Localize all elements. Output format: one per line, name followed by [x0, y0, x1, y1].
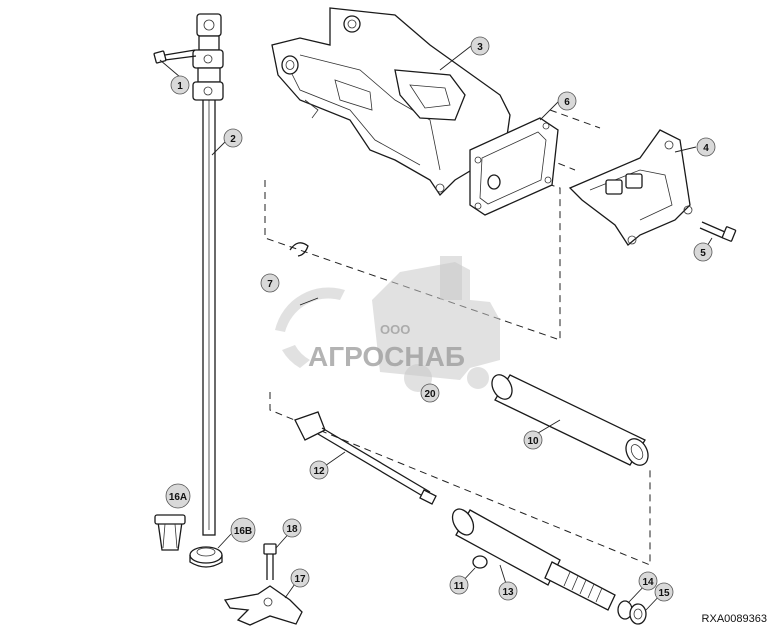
tube-part-10 [491, 374, 649, 466]
callout-15: 15 [654, 582, 674, 602]
reference-code: RXA0089363 [701, 613, 767, 625]
callout-17-label: 17 [294, 574, 306, 585]
watermark-brand: АГРОСНАБ [308, 341, 465, 372]
callout-14: 14 [638, 571, 658, 591]
callout-1: 1 [170, 75, 190, 95]
callout-18-label: 18 [286, 524, 298, 535]
steering-shaft-part-2 [202, 94, 216, 536]
callout-20-label: 20 [424, 389, 436, 400]
universal-joint [192, 13, 224, 101]
callout-12: 12 [309, 460, 329, 480]
bracket-housing-part-3 [271, 7, 511, 197]
callout-18: 18 [282, 518, 302, 538]
callout-3: 3 [470, 36, 490, 56]
column-shaft-part-13 [451, 508, 616, 611]
callout-15-label: 15 [658, 588, 670, 599]
callout-2: 2 [223, 128, 243, 148]
callout-6: 6 [557, 91, 577, 111]
callout-16B: 16B [230, 517, 256, 543]
snap-ring-part-7 [289, 242, 309, 257]
bolt-part-18 [263, 543, 277, 580]
latch-plate-part-17 [223, 585, 303, 626]
callout-16A-label: 16A [169, 492, 187, 503]
rod-part-12 [294, 411, 437, 505]
washer-part-15 [629, 603, 647, 625]
callout-7-label: 7 [267, 279, 273, 290]
callout-5: 5 [693, 242, 713, 262]
callout-1-label: 1 [177, 81, 183, 92]
callout-10-label: 10 [527, 436, 539, 447]
collar-part-16B [189, 546, 223, 568]
callout-12-label: 12 [313, 466, 325, 477]
callout-4: 4 [696, 137, 716, 157]
callout-11-label: 11 [454, 581, 465, 592]
callout-2-label: 2 [230, 134, 236, 145]
mounting-plate-part-4 [568, 129, 693, 246]
pin-part-11 [472, 555, 488, 569]
callout-4-label: 4 [703, 143, 709, 154]
callout-7: 7 [260, 273, 280, 293]
callout-14-label: 14 [642, 577, 654, 588]
callout-17: 17 [290, 568, 310, 588]
gasket-plate-part-6 [469, 117, 559, 216]
callout-5-label: 5 [700, 248, 706, 259]
watermark-prefix: ООО [380, 322, 410, 337]
callout-6-label: 6 [564, 97, 570, 108]
callout-16B-label: 16B [234, 526, 252, 537]
cap-part-16A [154, 514, 186, 551]
callout-11: 11 [449, 575, 469, 595]
callout-3-label: 3 [477, 42, 483, 53]
watermark-logo [275, 256, 500, 392]
callout-13: 13 [498, 581, 518, 601]
callout-10: 10 [523, 430, 543, 450]
callout-20: 20 [420, 383, 440, 403]
callout-13-label: 13 [502, 587, 514, 598]
bolt-part-1 [153, 49, 197, 64]
callout-16A: 16A [165, 483, 191, 509]
bolt-part-5 [699, 221, 737, 242]
